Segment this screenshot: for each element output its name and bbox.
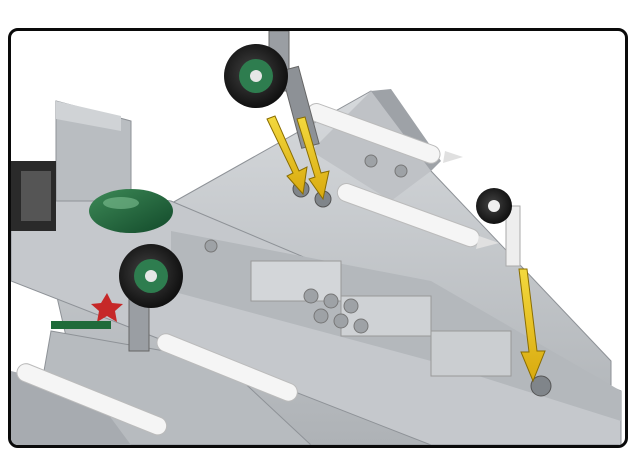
green-stripe — [51, 321, 111, 329]
aircraft-illustration — [11, 31, 622, 445]
missile-icon-3 — [156, 333, 298, 402]
missile-icon-2 — [336, 183, 499, 249]
cockpit-canopy — [89, 189, 173, 233]
red-star-marking — [91, 293, 123, 322]
wheel-icon-2 — [119, 244, 183, 308]
wheel-icon — [224, 44, 288, 108]
engine-nozzle — [11, 161, 56, 231]
missile-icon-4 — [16, 363, 168, 436]
tail-fin — [55, 100, 132, 202]
arrow-icon — [266, 115, 546, 383]
instruction-panel — [8, 28, 628, 448]
studs — [204, 154, 408, 334]
lower-wing — [11, 330, 312, 445]
wheel-icon-3 — [476, 188, 512, 224]
